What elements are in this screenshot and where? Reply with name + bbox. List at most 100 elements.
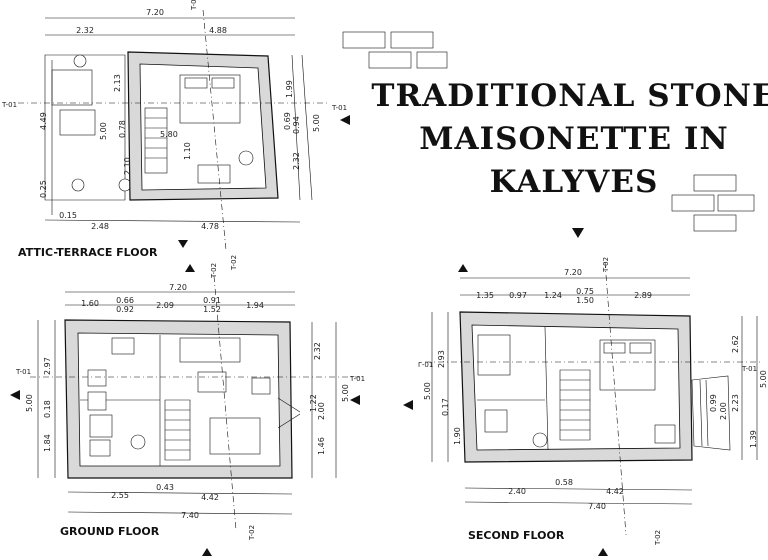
section-label-bottom: T-02 (654, 530, 662, 546)
dim-inner-a: 5.00 (99, 122, 108, 140)
dim-left-b: 0.25 (39, 180, 48, 198)
staircase (144, 107, 168, 174)
section-label-left: Γ-01 (418, 361, 433, 369)
dim-bottom-total: 7.40 (588, 502, 606, 511)
dim-right-b: 5.00 (341, 384, 350, 402)
dim-right-b: 5.00 (759, 370, 768, 388)
dim-bottom-b: 0.58 (555, 478, 573, 487)
section-label-left: T-01 (15, 368, 31, 376)
dim-bottom-total: 7.40 (181, 511, 199, 520)
dim-right-d: 2.00 (719, 402, 728, 420)
washbasin (89, 439, 111, 457)
dim-top-c: 1.24 (544, 291, 562, 300)
dim-right-c: 0.94 (292, 116, 301, 134)
dim-inner-f: 5.80 (160, 130, 178, 139)
entrance-door (277, 397, 301, 429)
shower (484, 409, 508, 433)
dim-left-b: 5.00 (25, 394, 34, 412)
dim-bottom-c: 4.42 (606, 487, 624, 496)
dim-right-a: 1.99 (285, 80, 294, 98)
dining-table (209, 417, 261, 455)
plant-pot-icon (71, 178, 85, 192)
dim-right-e: 2.32 (292, 152, 301, 170)
dim-right-c: 0.99 (709, 394, 718, 412)
section-line-t02 (213, 275, 237, 531)
section-arrow-icon (202, 548, 212, 556)
dim-inner-c: 0.78 (118, 120, 127, 138)
dim-right-a: 2.62 (731, 335, 740, 353)
dim-top-d2: 1.52 (203, 305, 221, 314)
dim-left-a: 4.49 (39, 112, 48, 130)
dim-top-a: 1.60 (81, 299, 99, 308)
nightstand (654, 424, 676, 444)
desk (197, 164, 231, 184)
section-label-bottom: T-02 (230, 255, 238, 271)
kitchen-sink (111, 337, 135, 355)
plan-label-attic: ATTIC-TERRACE FLOOR (18, 246, 158, 259)
dim-top-d2: 1.50 (576, 296, 594, 305)
dim-right-a: 2.32 (313, 342, 322, 360)
section-label-bottom: T-02 (248, 525, 256, 541)
staircase (559, 369, 591, 441)
brick-icon (342, 31, 448, 69)
section-label-right: T-01 (349, 375, 365, 383)
section-arrow-icon (572, 228, 584, 238)
section-label-right: T-01 (741, 365, 757, 373)
dim-top-d: 0.75 (576, 287, 594, 296)
dim-left-a: 2.93 (437, 350, 446, 368)
terrace-area (44, 54, 126, 201)
coffee-table (197, 371, 227, 393)
section-arrow-icon (340, 115, 350, 125)
dim-left-c: 0.18 (43, 400, 52, 418)
ground-floor-plan: 7.20 1.60 0.66 0.92 2.09 0.91 1.52 1.94 (10, 263, 365, 556)
balcony (691, 375, 731, 451)
dim-top-total: 7.20 (169, 283, 187, 292)
dim-top-b2: 0.92 (116, 305, 134, 314)
dim-top-b: 4.88 (209, 26, 227, 35)
dim-inner-e: 1.10 (183, 142, 192, 160)
title-line-3: KALYVES (490, 164, 659, 200)
dim-top-c: 2.09 (156, 301, 174, 310)
dim-left-d: 1.84 (43, 434, 52, 452)
title-line-1: TRADITIONAL STONE (371, 78, 768, 114)
dim-bottom-a: 2.40 (508, 487, 526, 496)
dim-top-e: 2.89 (634, 291, 652, 300)
plan-label-second: SECOND FLOOR (468, 529, 565, 542)
sunbed (51, 69, 93, 106)
plan-label-ground: GROUND FLOOR (60, 525, 160, 538)
section-arrow-icon (178, 240, 188, 248)
brick-icon (671, 174, 755, 232)
dim-top-a: 2.32 (76, 26, 94, 35)
dim-inner-d: 2.13 (113, 74, 122, 92)
dim-top-total: 7.20 (146, 8, 164, 17)
armchair (251, 377, 271, 395)
staircase (164, 399, 191, 461)
section-label-top: T-02 (190, 0, 198, 11)
section-label-right: T-01 (331, 104, 347, 112)
sofa (179, 337, 241, 363)
dim-bottom-b: 0.43 (156, 483, 174, 492)
section-arrow-icon (185, 264, 195, 272)
section-arrow-icon (10, 390, 20, 400)
dim-left-c: 0.17 (441, 398, 450, 416)
dim-left-a: 2.97 (43, 357, 52, 375)
title-block: TRADITIONAL STONE MAISONETTE IN KALYVES (342, 31, 768, 238)
section-label-top: T-02 (210, 263, 218, 279)
dim-right-d: 2.00 (317, 402, 326, 420)
dim-bottom-b: 2.48 (91, 222, 109, 231)
dim-top-total: 7.20 (564, 268, 582, 277)
section-label-left: T-01 (1, 101, 17, 109)
toilet-icon (130, 434, 146, 450)
dim-top-b: 0.97 (509, 291, 527, 300)
section-arrow-icon (458, 264, 468, 272)
dim-top-a: 1.35 (476, 291, 494, 300)
dim-right-e: 1.46 (317, 437, 326, 455)
dim-inner-b: 2.10 (123, 157, 132, 175)
dim-right-e: 2.23 (731, 394, 740, 412)
dim-right-f: 1.39 (749, 430, 758, 448)
title-line-2: MAISONETTE IN (419, 121, 729, 157)
attic-terrace-plan: 7.20 2.32 4.88 T-01 T-01 (1, 0, 350, 272)
section-arrow-icon (598, 548, 608, 556)
dim-bottom-a: 2.55 (111, 491, 129, 500)
